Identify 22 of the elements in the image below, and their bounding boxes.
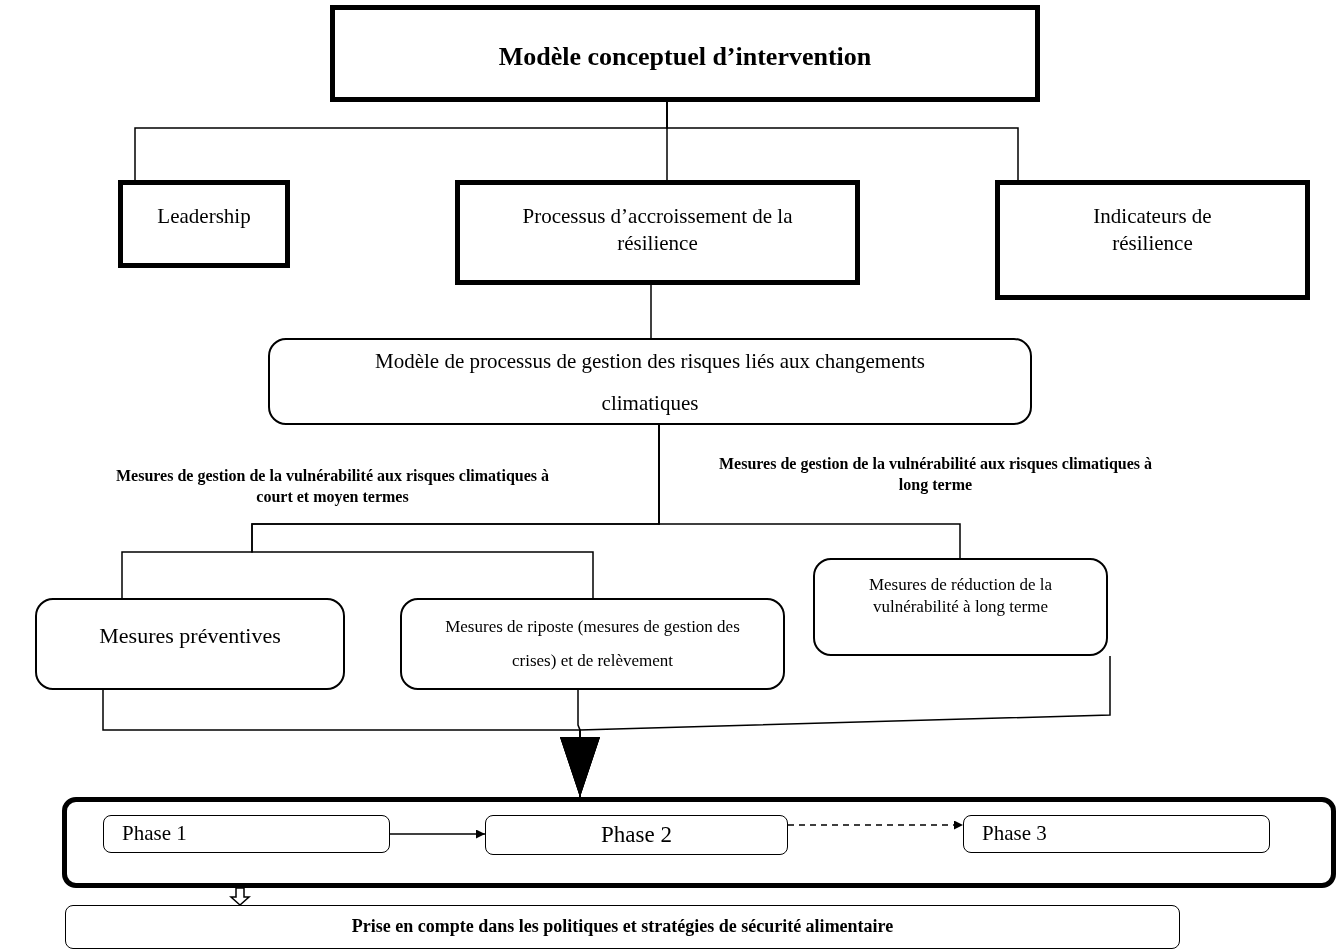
process-box: Processus d’accroissement de la résilience bbox=[455, 180, 860, 285]
process-box: Prise en compte dans les politiques et stratégies de sécurité alimentaire bbox=[65, 905, 1180, 949]
process-box: Mesures de riposte (mesures de gestion des crises) et de relèvement bbox=[400, 598, 785, 690]
phase-box: Phase 3 bbox=[963, 815, 1270, 853]
arrow bbox=[389, 829, 486, 839]
phase-box: Phase 1 bbox=[103, 815, 390, 853]
branch-label: Mesures de gestion de la vulnérabilité aux risques climatiques à long terme bbox=[717, 454, 1153, 496]
arrow bbox=[787, 820, 964, 830]
arrow bbox=[560, 655, 1111, 798]
branch-label: Mesures de gestion de la vulnérabilité aux risques climatiques à court et moyen termes bbox=[114, 466, 550, 508]
process-box: Modèle de processus de gestion des risques liés aux changements climatiques bbox=[268, 338, 1032, 425]
title-box: Modèle conceptuel d’intervention bbox=[330, 5, 1040, 102]
phase-box: Phase 2 bbox=[485, 815, 788, 855]
connector-line bbox=[650, 284, 652, 339]
process-box: Mesures de réduction de la vulnérabilité à long terme bbox=[813, 558, 1108, 656]
hollow-arrow bbox=[229, 887, 251, 906]
process-box: Mesures préventives bbox=[35, 598, 345, 690]
phase-frame bbox=[62, 797, 1336, 888]
connector-line bbox=[666, 101, 1019, 181]
process-box: Indicateurs de résilience bbox=[995, 180, 1310, 300]
connector-line bbox=[658, 424, 961, 559]
process-box: Leadership bbox=[118, 180, 290, 268]
